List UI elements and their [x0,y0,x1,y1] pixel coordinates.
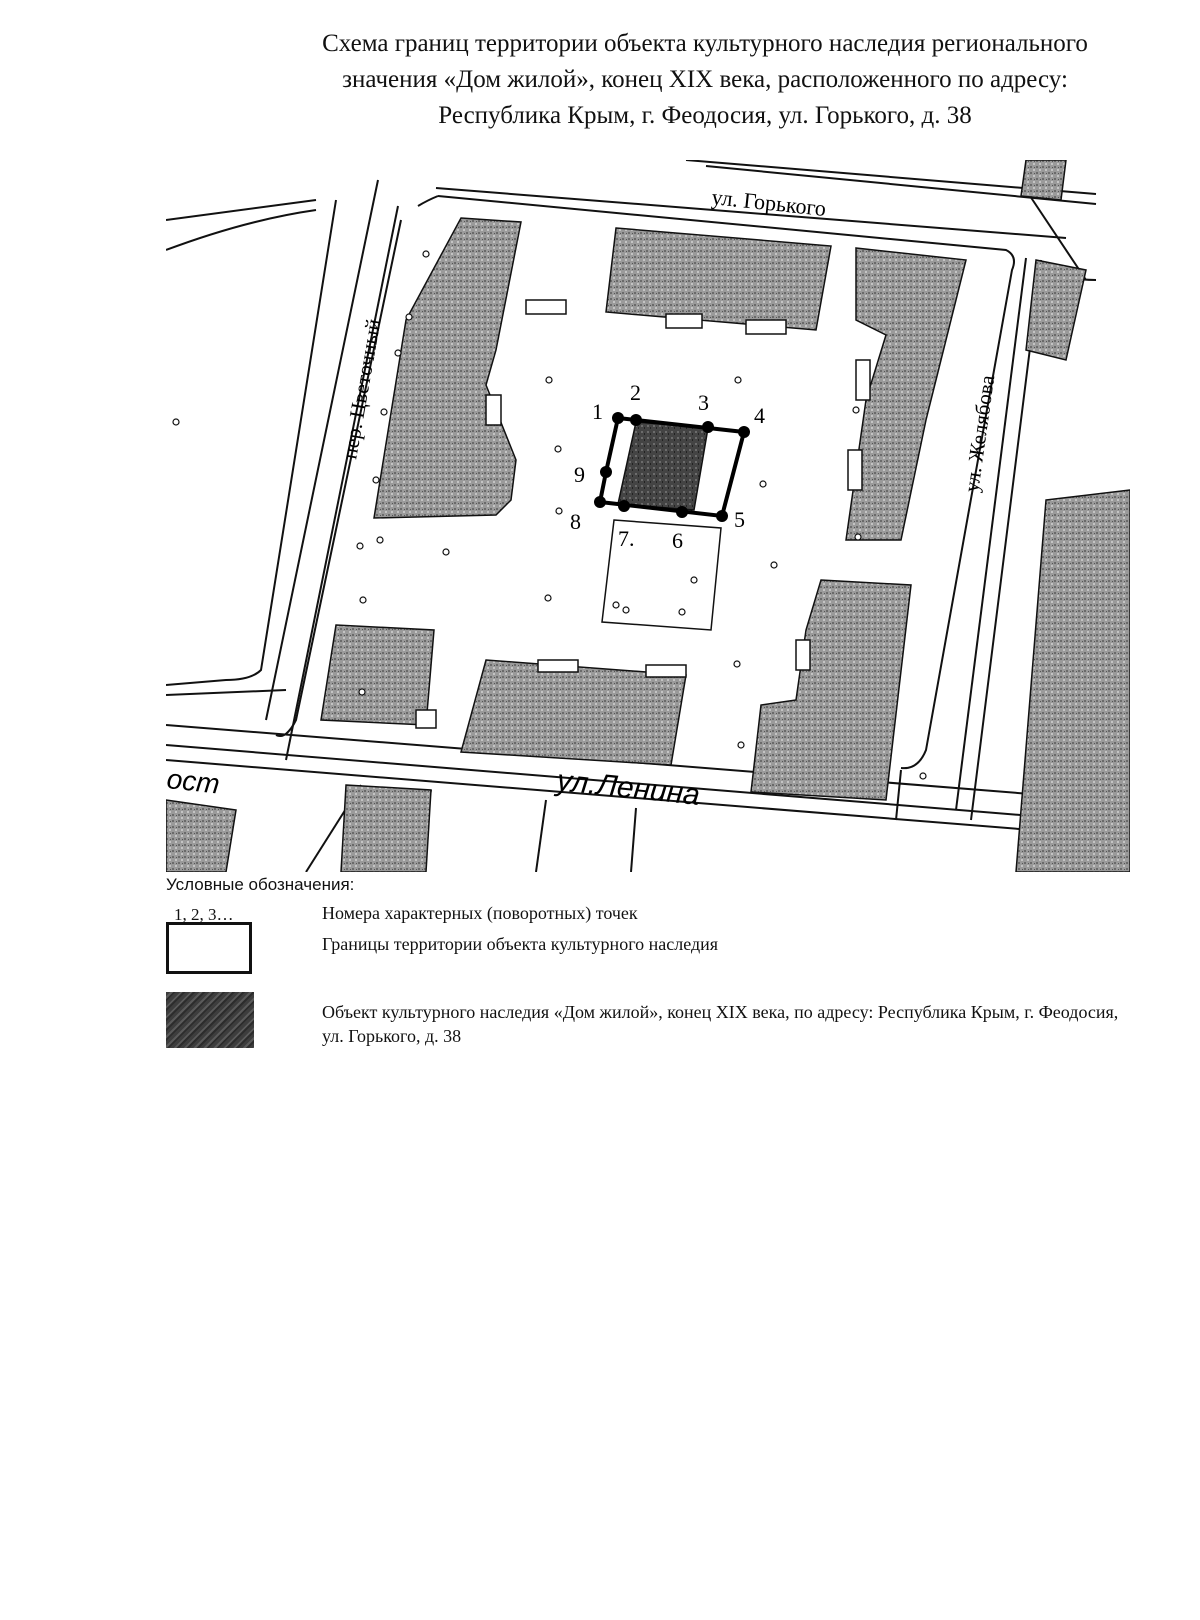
vertex-label-1: 1 [592,399,603,424]
vertex-label-2: 2 [630,380,641,405]
vertex-label-9: 9 [574,462,585,487]
site-map[interactable]: ул. Горького пер. Цветочный ул. Желябова… [166,160,1130,872]
tree-markers [172,250,927,780]
heritage-object[interactable] [617,421,709,511]
vertex-7 [618,500,630,512]
legend-item-object: Объект культурного наследия «Дом жилой»,… [166,992,1166,1052]
legend-swatch-boundary [166,922,252,974]
vertex-label-4: 4 [754,403,765,428]
title-line-3: Республика Крым, г. Феодосия, ул. Горько… [438,102,972,129]
territory-boundary[interactable] [597,415,747,519]
vertex-1 [612,412,624,424]
label-lenina: ул.Ленина [553,764,701,812]
label-zhelyabova: ул. Желябова [959,373,999,494]
vertex-5 [716,510,728,522]
vertex-label-6: 6 [672,528,683,553]
legend-text-object: Объект культурного наследия «Дом жилой»,… [322,1002,1119,1046]
legend-text-boundary: Границы территории объекта культурного н… [322,934,719,954]
legend-item-points: 1, 2, 3… Номера характерных (поворотных)… [166,903,1166,931]
label-fragment: ост [166,763,221,799]
vertex-2 [630,414,642,426]
label-gorkogo: ул. Горького [710,184,827,221]
title-line-2: значения «Дом жилой», конец XIX века, ра… [342,66,1068,93]
legend-heading: Условные обозначения: [166,875,355,894]
boundary-vertices [594,412,750,522]
title-line-1: Схема границ территории объекта культурн… [322,30,1088,57]
vertex-6 [676,506,688,518]
vertex-3 [702,421,714,433]
annexes [415,299,871,729]
legend-text-points: Номера характерных (поворотных) точек [322,903,638,923]
legend-item-boundary: Границы территории объекта культурного н… [166,922,1166,978]
vertex-label-8: 8 [570,509,581,534]
vertex-label-5: 5 [734,507,745,532]
legend-swatch-object [166,992,254,1048]
vertex-label-7: 7. [618,526,635,551]
vertex-4 [738,426,750,438]
buildings [166,160,1130,872]
road-lines [166,160,1107,872]
vertex-9 [600,466,612,478]
map-title: Схема границ территории объекта культурн… [240,26,1170,134]
courtyard-lot [601,519,722,631]
vertex-label-3: 3 [698,390,709,415]
legend-key-points: 1, 2, 3… [174,905,234,924]
vertex-8 [594,496,606,508]
